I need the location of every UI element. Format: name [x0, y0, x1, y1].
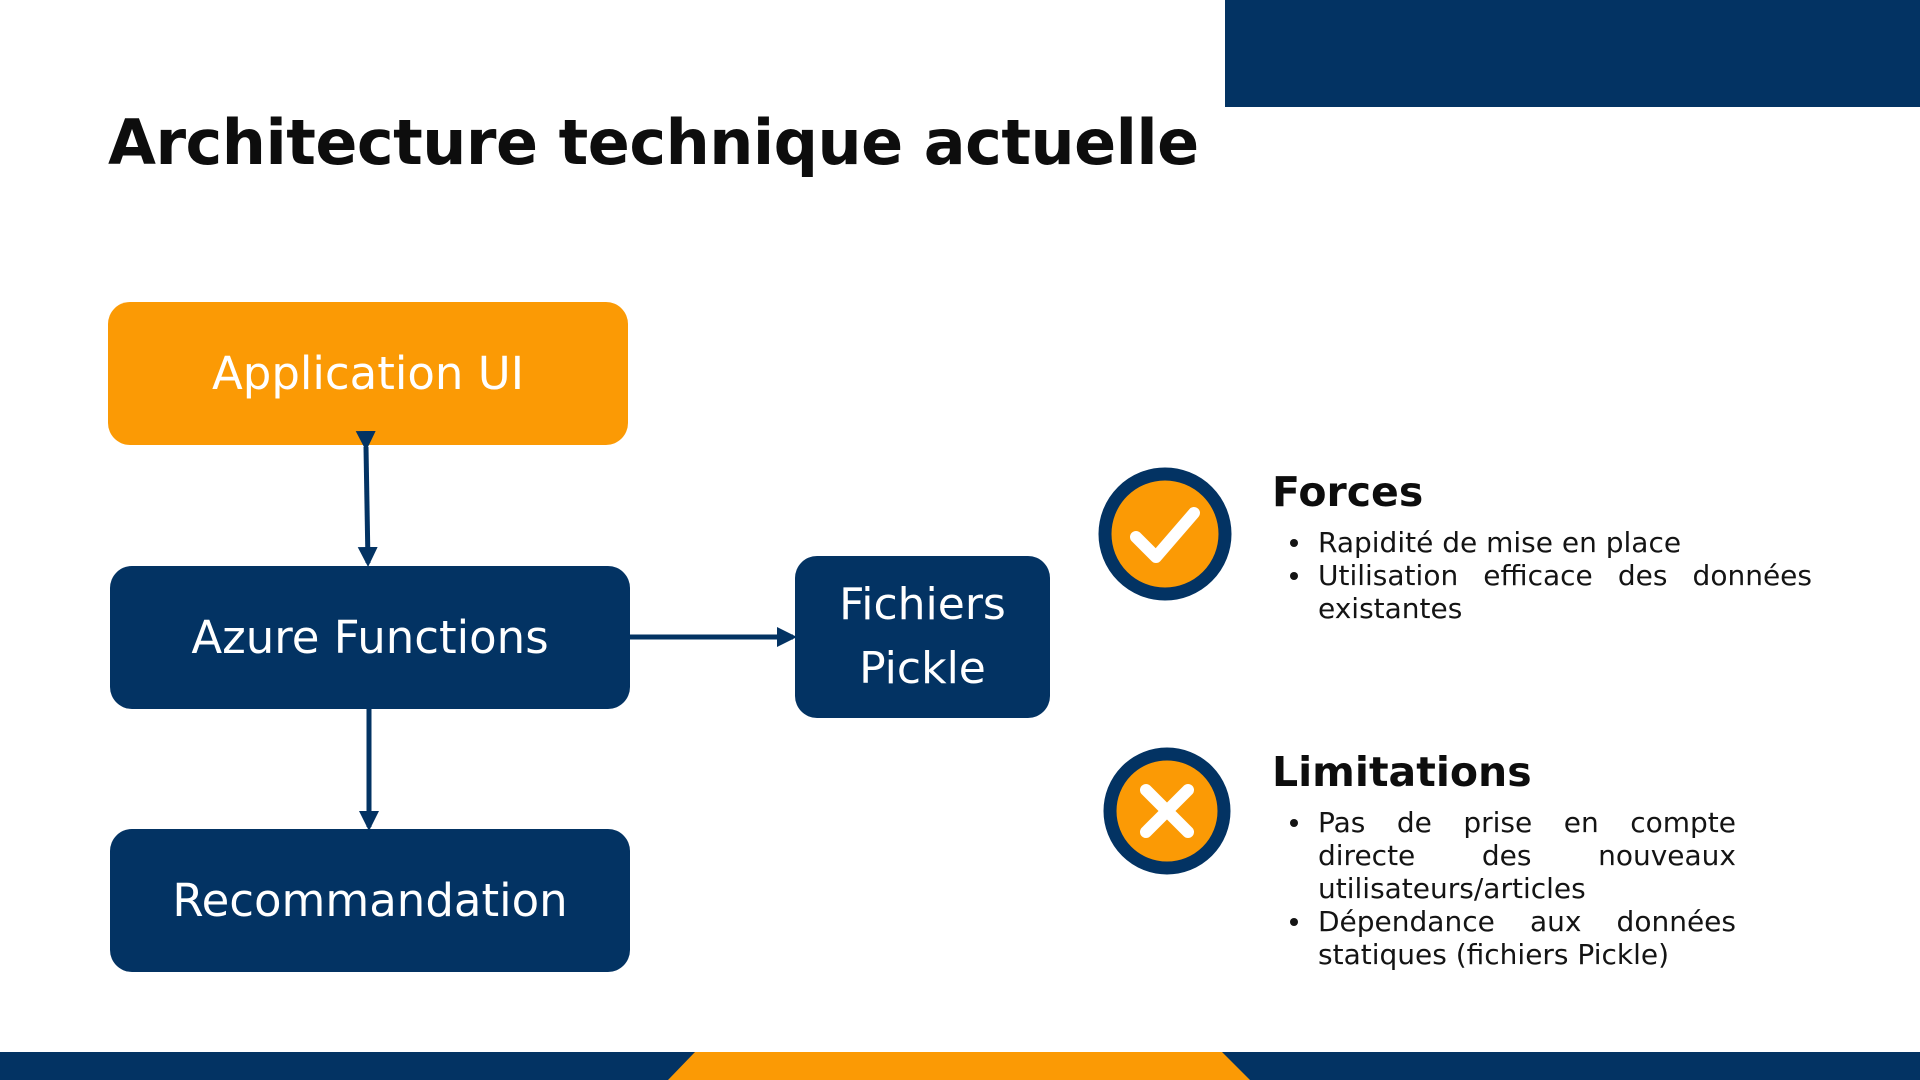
forces-list: Rapidité de mise en place Utilisation ef… [1272, 526, 1812, 625]
edge-app-ui-azure-functions [355, 430, 378, 567]
node-azure-functions: Azure Functions [110, 566, 630, 709]
limitations-title: Limitations [1272, 748, 1532, 796]
bottom-decorative-band [0, 1052, 1920, 1080]
node-application-ui: Application UI [108, 302, 628, 445]
limitations-list: Pas de prise en compte directe des nouve… [1272, 806, 1736, 971]
forces-item: Utilisation efficace des données existan… [1272, 559, 1812, 625]
page-title: Architecture technique actuelle [108, 106, 1199, 179]
forces-item: Rapidité de mise en place [1272, 526, 1812, 559]
limitations-item: Pas de prise en compte directe des nouve… [1272, 806, 1736, 905]
node-recommandation: Recommandation [110, 829, 630, 972]
limitations-item: Dépendance aux données statiques (fichie… [1272, 905, 1736, 971]
node-fichiers-pickle: Fichiers Pickle [795, 556, 1050, 718]
top-decorative-bar [1225, 0, 1920, 107]
check-circle-icon [1098, 467, 1232, 601]
x-circle-icon [1103, 747, 1231, 875]
forces-title: Forces [1272, 468, 1424, 516]
